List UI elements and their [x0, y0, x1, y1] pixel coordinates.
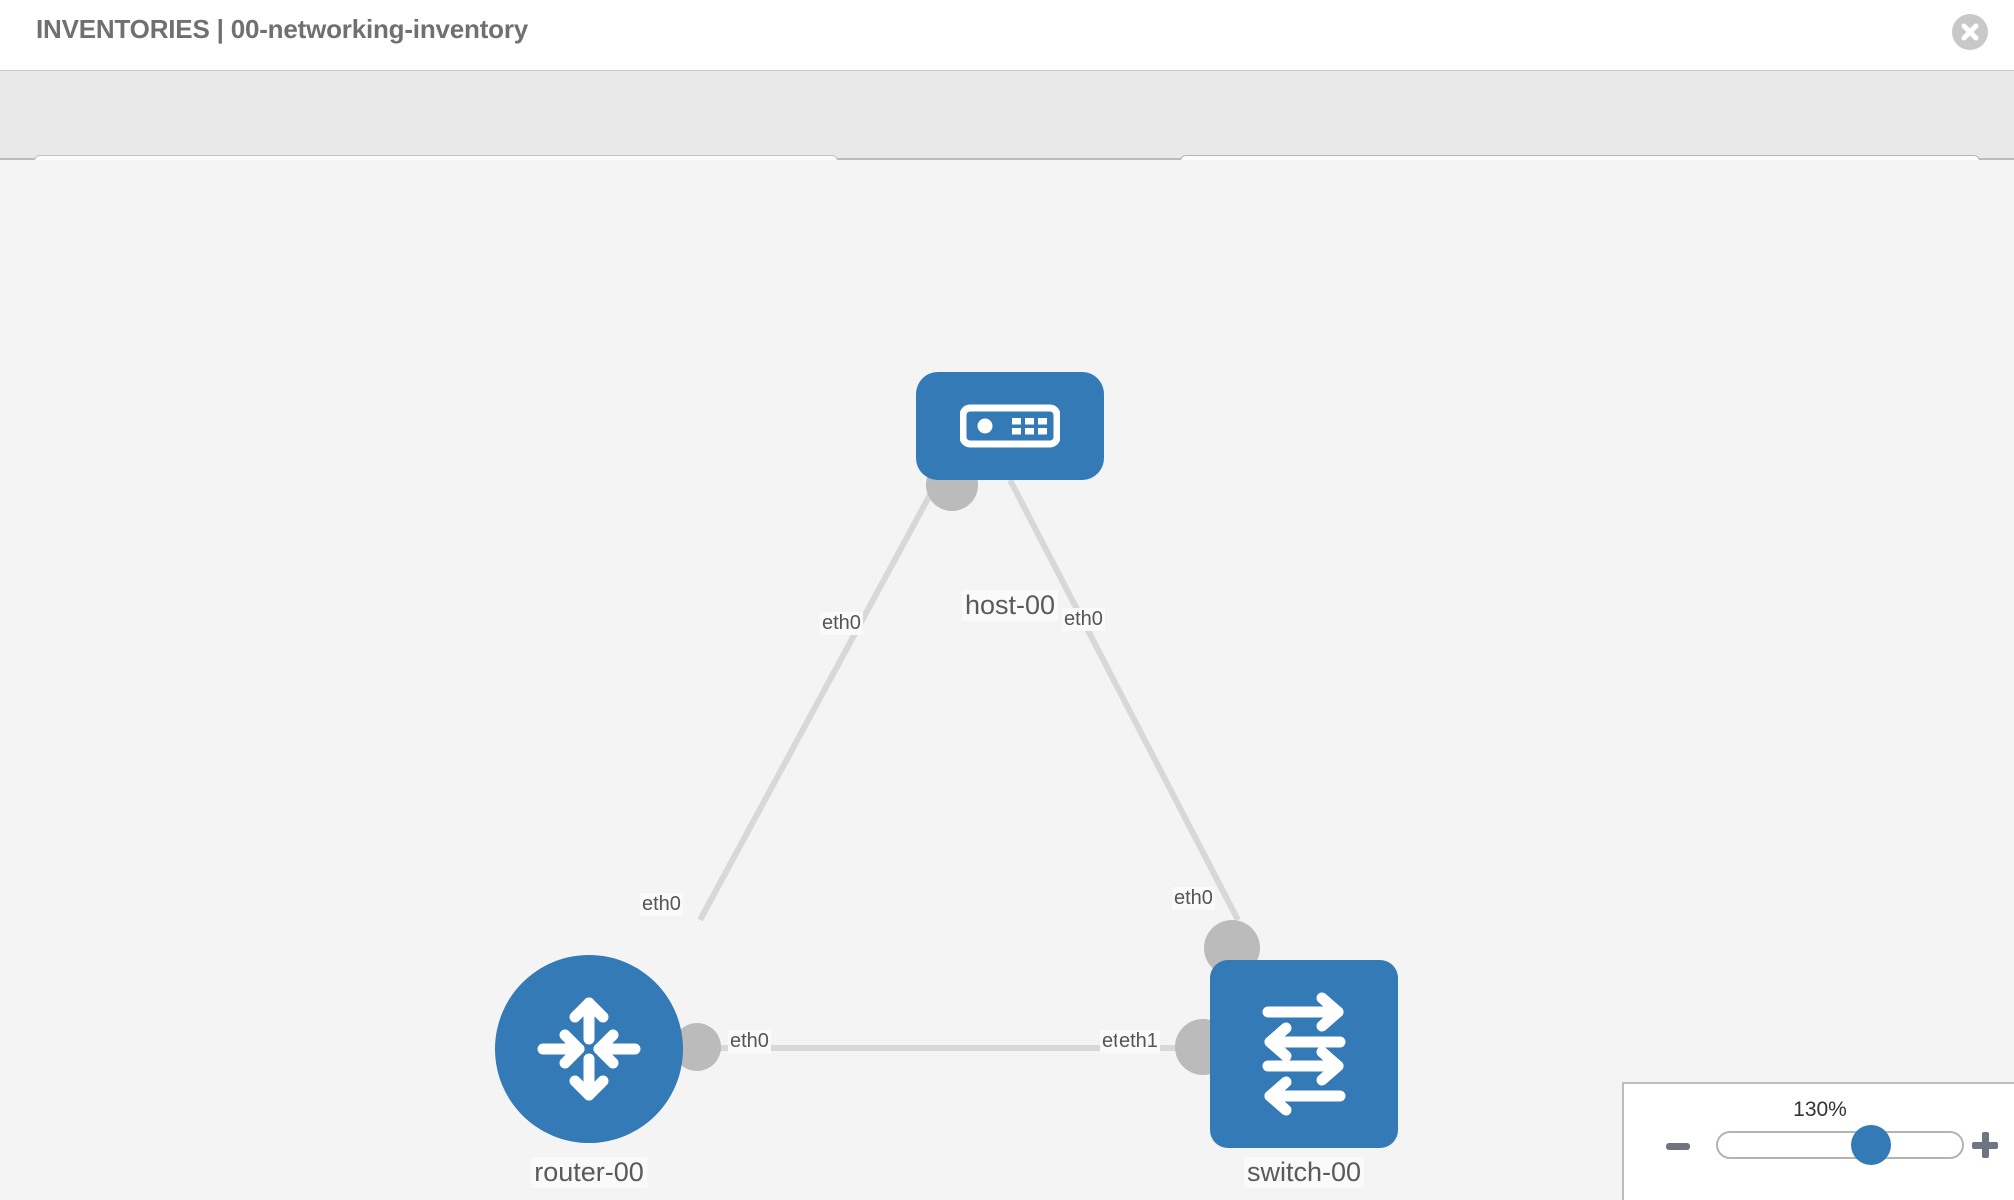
edge-host00-switch00[interactable]: [1007, 478, 1241, 922]
node-label-host-00: host-00: [961, 590, 1059, 621]
edge-label-host00-eth0-left: eth0: [820, 612, 863, 635]
interface-nub-router00-eth0[interactable]: [673, 1023, 721, 1071]
toolbar: ACTIONS SEARCH: [0, 70, 2014, 212]
node-switch-00[interactable]: [1210, 960, 1398, 1148]
close-icon[interactable]: [1952, 14, 1988, 50]
edge-host00-router00[interactable]: [697, 478, 941, 922]
zoom-slider-thumb[interactable]: [1851, 1125, 1891, 1165]
page-header: INVENTORIES | 00-networking-inventory: [0, 0, 2014, 70]
edge-label-host00-eth0-right: eth0: [1062, 608, 1105, 631]
host-node-shape[interactable]: [916, 372, 1104, 480]
switch-node-shape[interactable]: [1210, 960, 1398, 1148]
node-label-switch-00: switch-00: [1243, 1157, 1365, 1188]
edge-label-router00-eth0: eth0: [728, 1030, 771, 1053]
zoom-in-button[interactable]: [1972, 1132, 1998, 1158]
router-node-shape[interactable]: [495, 955, 683, 1143]
router-arrows-icon: [537, 997, 641, 1101]
topology-canvas[interactable]: host-00 eth0 eth0: [0, 160, 2014, 1200]
node-router-00[interactable]: [495, 955, 683, 1143]
edge-label-switch00-eth1: eth1: [1117, 1030, 1160, 1053]
zoom-level-value: 130%: [1793, 1098, 1847, 1121]
topology-edges: [673, 459, 1260, 1075]
node-label-router-00: router-00: [531, 1157, 647, 1188]
node-host-00[interactable]: [916, 372, 1104, 480]
edge-label-switch00-eth0: eth0: [1172, 887, 1215, 910]
page-title: INVENTORIES | 00-networking-inventory: [36, 14, 529, 44]
server-device-icon: [960, 404, 1060, 448]
zoom-control-panel: 130%: [1622, 1082, 2014, 1200]
edge-label-router00-eth0-up: eth0: [640, 893, 683, 916]
switch-arrows-icon: [1262, 992, 1346, 1116]
zoom-slider-track[interactable]: [1716, 1131, 1964, 1159]
zoom-out-button[interactable]: [1666, 1143, 1690, 1150]
